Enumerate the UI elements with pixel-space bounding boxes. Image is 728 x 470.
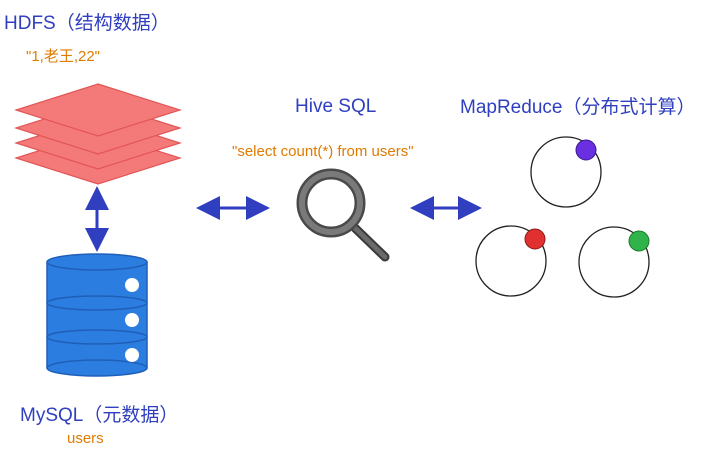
hive-title: Hive SQL <box>295 96 377 117</box>
cluster-nodes-icon <box>475 136 650 298</box>
compute-node-top <box>530 136 602 208</box>
magnifier-icon <box>296 168 390 262</box>
database-cylinder-icon <box>46 253 148 377</box>
hive-query: "select count(*) from users" <box>232 143 414 160</box>
stacked-layers-icon <box>14 83 182 185</box>
hdfs-title: HDFS（结构数据） <box>4 13 170 34</box>
mapreduce-title: MapReduce（分布式计算） <box>460 97 696 118</box>
mysql-title: MySQL（元数据） <box>20 405 179 426</box>
compute-node-right <box>578 226 650 298</box>
mysql-table-name: users <box>67 430 104 447</box>
hdfs-sample-record: "1,老王,22" <box>26 48 101 65</box>
compute-node-left <box>475 225 547 297</box>
